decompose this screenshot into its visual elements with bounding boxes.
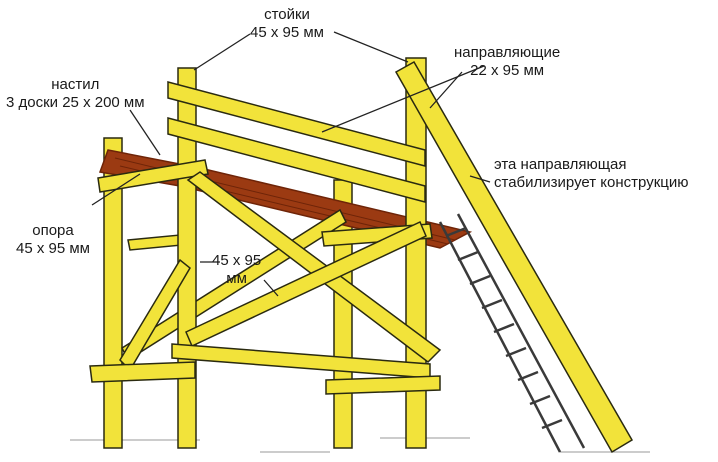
ladder [438, 213, 586, 453]
label-stabiliziruet-line2: стабилизирует конструкцию [494, 174, 689, 191]
label-stoyki: стойки 45 х 95 мм [250, 6, 324, 42]
front-braces [119, 171, 442, 372]
label-brace-line1: 45 х 95 [212, 252, 262, 269]
label-brace: 45 х 95 мм [212, 252, 261, 288]
ground-shadow [70, 437, 650, 453]
label-nastil-line2: 3 доски 25 х 200 мм [6, 94, 145, 111]
stabilizer-rail [394, 60, 634, 454]
label-napravlyayushchie-line1: направляющие [454, 44, 561, 61]
label-brace-line2: мм [226, 270, 247, 287]
label-nastil-line1: настил [51, 76, 100, 93]
label-stabiliziruet: эта направляющая стабилизирует конструкц… [494, 156, 688, 192]
leader-lines [91, 31, 491, 297]
label-stoyki-line1: стойки [264, 6, 310, 23]
label-napravlyayushchie-line2: 22 х 95 мм [470, 62, 545, 79]
bottom-rails [89, 343, 441, 395]
top-rails [167, 81, 426, 203]
label-opora-line1: опора [32, 222, 74, 239]
label-napravlyayushchie: направляющие 22 х 95 мм [454, 44, 560, 80]
label-opora: опора 45 х 95 мм [16, 222, 90, 258]
label-stoyki-line2: 45 х 95 мм [250, 24, 324, 41]
label-opora-line2: 45 х 95 мм [16, 240, 90, 257]
label-nastil: настил 3 доски 25 х 200 мм [6, 76, 145, 112]
label-stabiliziruet-line1: эта направляющая [494, 156, 627, 173]
